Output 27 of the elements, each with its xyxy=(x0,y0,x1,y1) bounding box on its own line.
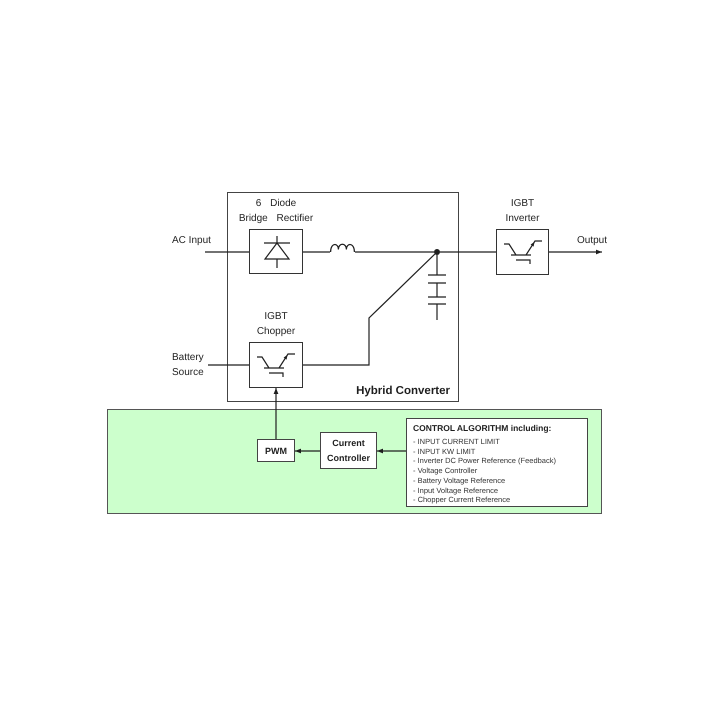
list-heading: CONTROL ALGORITHM including: xyxy=(413,422,552,434)
block-heading: IGBT Inverter xyxy=(504,196,540,226)
arrow xyxy=(295,448,320,454)
inductor-icon xyxy=(330,241,355,253)
connector-line xyxy=(208,364,249,366)
process-box: Current Controller xyxy=(320,432,377,469)
arrow xyxy=(274,388,278,439)
arrow xyxy=(377,448,406,454)
block-heading: IGBT Chopper xyxy=(256,310,296,338)
terminal-label: AC Input xyxy=(172,235,214,252)
control-panel xyxy=(107,409,602,514)
process-box: PWM xyxy=(257,439,295,462)
arrow xyxy=(549,250,602,254)
connector-line xyxy=(440,251,496,253)
connector-line xyxy=(303,251,330,253)
junction-dot-icon xyxy=(434,249,440,255)
converter-frame xyxy=(227,192,459,402)
connector-line xyxy=(303,254,436,366)
frame-title: Hybrid Converter xyxy=(356,384,450,398)
terminal-label: Output xyxy=(577,235,610,252)
connector-line xyxy=(205,251,249,253)
connector-line xyxy=(436,255,438,266)
capacitor-icon xyxy=(428,266,446,320)
block-heading: 6 Diode Bridge Rectifier xyxy=(238,196,314,226)
terminal-label: Battery Source xyxy=(172,350,208,380)
notes-box xyxy=(406,418,588,507)
connector-line xyxy=(355,251,434,253)
